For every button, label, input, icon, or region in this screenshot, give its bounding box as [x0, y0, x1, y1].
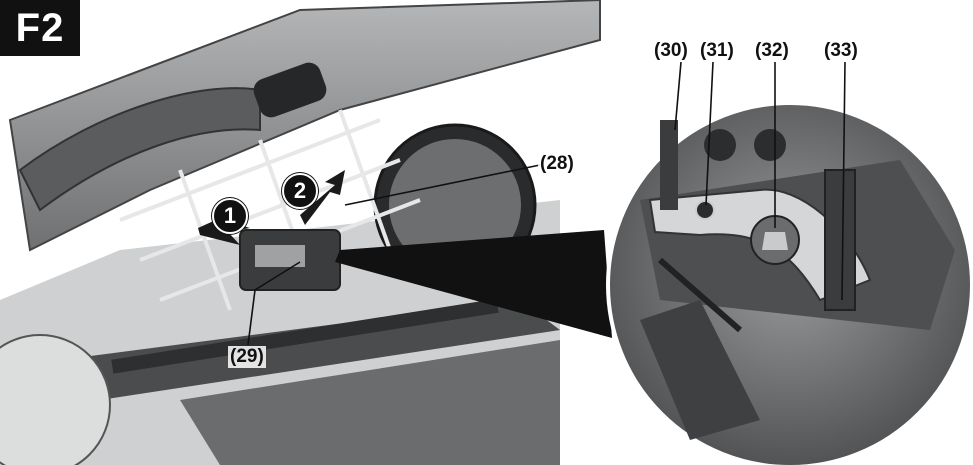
bottom-foot — [180, 340, 560, 465]
handle-grip — [253, 62, 327, 118]
rail-30 — [660, 120, 678, 210]
step-2-badge: 2 — [282, 173, 318, 209]
leader-28 — [344, 164, 541, 206]
bevel-scale — [0, 334, 111, 465]
callout-29: (29) — [228, 346, 266, 368]
callout-32: (32) — [753, 40, 791, 62]
slide-rod — [111, 298, 499, 374]
callout-33: (33) — [822, 40, 860, 62]
callout-28: (28) — [538, 153, 576, 175]
push-arrow-2 — [300, 170, 345, 225]
figure-label: F2 — [0, 0, 80, 56]
zoom-detail-content — [640, 120, 955, 440]
tool-housing — [8, 0, 601, 252]
callout-30: (30) — [652, 40, 690, 62]
carrying-handle — [18, 87, 261, 212]
leader-29 — [247, 261, 301, 346]
step-1-badge: 1 — [212, 198, 248, 234]
bolt-31 — [695, 200, 715, 220]
lower-rail — [60, 300, 560, 400]
leader-31 — [705, 61, 714, 206]
zoom-cone — [335, 230, 612, 338]
guide-33 — [824, 169, 856, 311]
leader-33 — [841, 61, 846, 301]
leader-30 — [674, 61, 682, 131]
callout-31: (31) — [698, 40, 736, 62]
